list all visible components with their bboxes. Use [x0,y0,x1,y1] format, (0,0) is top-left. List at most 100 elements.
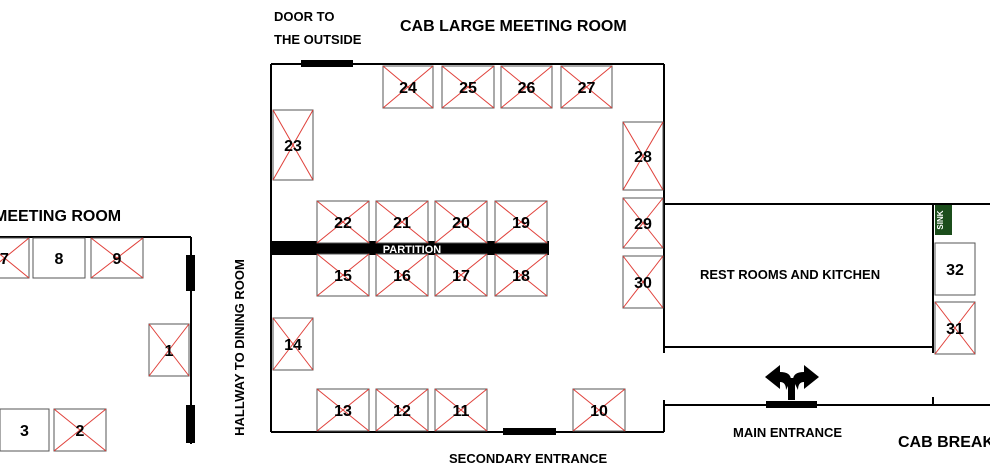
cross-line [441,65,495,109]
table-box [32,237,86,279]
table-17: 17 [434,253,488,297]
table-2: 2 [53,408,107,452]
table-number: 3 [20,423,29,440]
table-26: 26 [500,65,553,109]
table-number: 9 [113,251,122,268]
cross-line [622,197,664,249]
cross-line [316,388,370,432]
cross-line [375,253,429,297]
cab-break-label: CAB BREAK [898,434,990,451]
cross-line [434,253,488,297]
outside-door [301,60,353,67]
table-box [934,242,976,296]
table-number: 17 [452,268,470,285]
table-number: 29 [634,216,652,233]
cross-line [622,121,664,191]
table-number: 28 [634,149,652,166]
large-room-title: CAB LARGE MEETING ROOM [400,18,627,35]
cross-line [316,253,370,297]
table-number: 22 [334,215,352,232]
partition-bar [272,241,549,255]
cross-line [0,237,30,263]
table-3: 3 [0,408,50,452]
main-entrance-door [766,401,817,408]
cross-line [572,388,626,432]
table-number: 7 [0,251,9,268]
table-10: 10 [572,388,626,432]
table-number: 15 [334,268,352,285]
table-22: 22 [316,200,370,244]
main-entrance-label: MAIN ENTRANCE [733,425,843,440]
cross-line [272,109,314,181]
cross-line [375,388,429,432]
cross-line [494,253,548,297]
table-25: 25 [441,65,495,109]
table-16: 16 [375,253,429,297]
table-24: 24 [382,65,434,109]
cross-line [375,200,429,244]
table-number: 31 [946,321,964,338]
table-18: 18 [494,253,548,297]
table-31: 31 [934,301,976,355]
secondary-entrance-door [503,428,556,435]
table-number: 12 [393,403,411,420]
table-number: 10 [590,403,608,420]
table-box [0,237,30,279]
table-20: 20 [434,200,488,244]
table-number: 26 [518,80,536,97]
table-number: 18 [512,268,530,285]
table-12: 12 [375,388,429,432]
table-number: 27 [578,80,596,97]
table-number: 16 [393,268,411,285]
cross-line [90,237,144,279]
table-number: 14 [284,337,302,354]
table-number: 30 [634,275,652,292]
table-8: 8 [32,237,86,279]
partition-label: PARTITION [383,244,442,256]
left-room-door-lower [186,405,195,443]
cross-line [434,388,488,432]
cross-line [622,255,664,309]
cross-line [494,200,548,244]
table-number: 25 [459,80,477,97]
table-27: 27 [560,65,613,109]
cross-line [934,301,976,355]
cross-line [500,65,553,109]
table-29: 29 [622,197,664,249]
the-outside-label: THE OUTSIDE [274,32,362,47]
table-23: 23 [272,109,314,181]
table-9: 9 [90,237,144,279]
table-21: 21 [375,200,429,244]
table-32: 32 [934,242,976,296]
table-30: 30 [622,255,664,309]
table-14: 14 [272,317,314,371]
table-number: 32 [946,262,964,279]
hallway-label: HALLWAY TO DINING ROOM [231,259,247,436]
table-number: 21 [393,215,411,232]
rest-rooms-label: REST ROOMS AND KITCHEN [700,267,881,282]
table-number: 24 [399,80,417,97]
table-28: 28 [622,121,664,191]
cross-line [272,317,314,371]
cross-line [560,65,613,109]
left-room-door-upper [186,255,195,291]
table-number: 1 [165,343,174,360]
table-number: 2 [76,423,85,440]
split-arrow-icon [765,365,819,400]
table-1: 1 [148,323,190,377]
table-number: 23 [284,138,302,155]
table-number: 13 [334,403,352,420]
sink-block [935,205,952,235]
cross-line [316,200,370,244]
left-room-title: MEETING ROOM [0,208,122,225]
table-7: 7 [0,237,30,279]
secondary-entrance-label: SECONDARY ENTRANCE [449,451,608,466]
sink-label: SINK [936,210,945,229]
cross-line [53,408,107,452]
table-15: 15 [316,253,370,297]
cross-line [148,323,190,377]
table-box [0,408,50,452]
table-number: 11 [453,403,470,420]
